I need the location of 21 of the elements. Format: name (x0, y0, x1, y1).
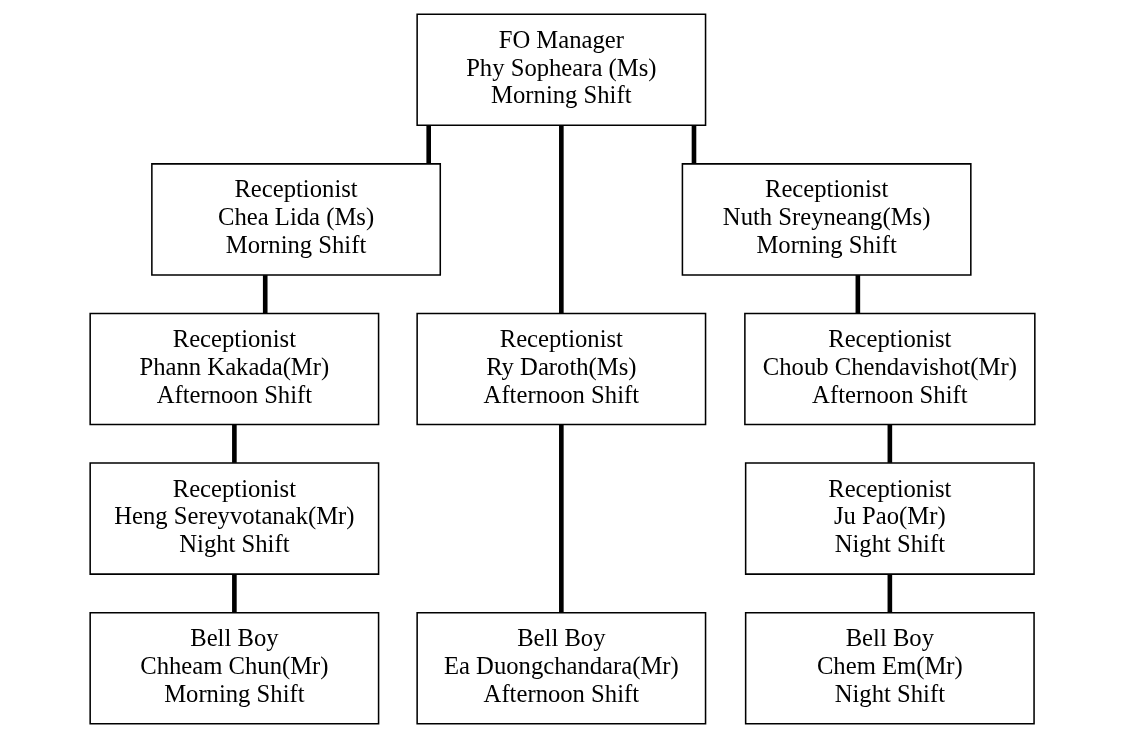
node-box: Receptionist Chea Lida (Ms) Morning Shift (150, 163, 441, 276)
connector (231, 424, 237, 463)
node-box: FO Manager Phy Sopheara (Ms) Morning Shift (415, 13, 706, 127)
node-box: Receptionist Nuth Sreyneang(Ms) Morning Shift (681, 163, 972, 276)
connector (262, 275, 268, 314)
connector (855, 275, 860, 314)
node-box: Receptionist Heng Sereyvotanak(Mr) Night Shift (88, 462, 379, 575)
connector (887, 574, 892, 613)
node-box: Bell Boy Ea Duongchandara(Mr) Afternoon Shift (415, 611, 706, 725)
node-box: Receptionist Phann Kakada(Mr) Afternoon Shift (88, 312, 379, 426)
connector (231, 574, 237, 613)
node-box: Receptionist Choub Chendavishot(Mr) Afternoon Shift (743, 312, 1036, 426)
connector (425, 125, 431, 164)
node-box: Bell Boy Chheam Chun(Mr) Morning Shift (88, 611, 379, 725)
node-box: Receptionist Ju Pao(Mr) Night Shift (744, 462, 1035, 575)
node-box: Bell Boy Chem Em(Mr) Night Shift (744, 611, 1035, 725)
node-box: Receptionist Ry Daroth(Ms) Afternoon Shift (415, 312, 706, 426)
connector (691, 125, 696, 164)
connector (558, 424, 564, 613)
connector (887, 424, 892, 463)
connector (558, 125, 564, 314)
